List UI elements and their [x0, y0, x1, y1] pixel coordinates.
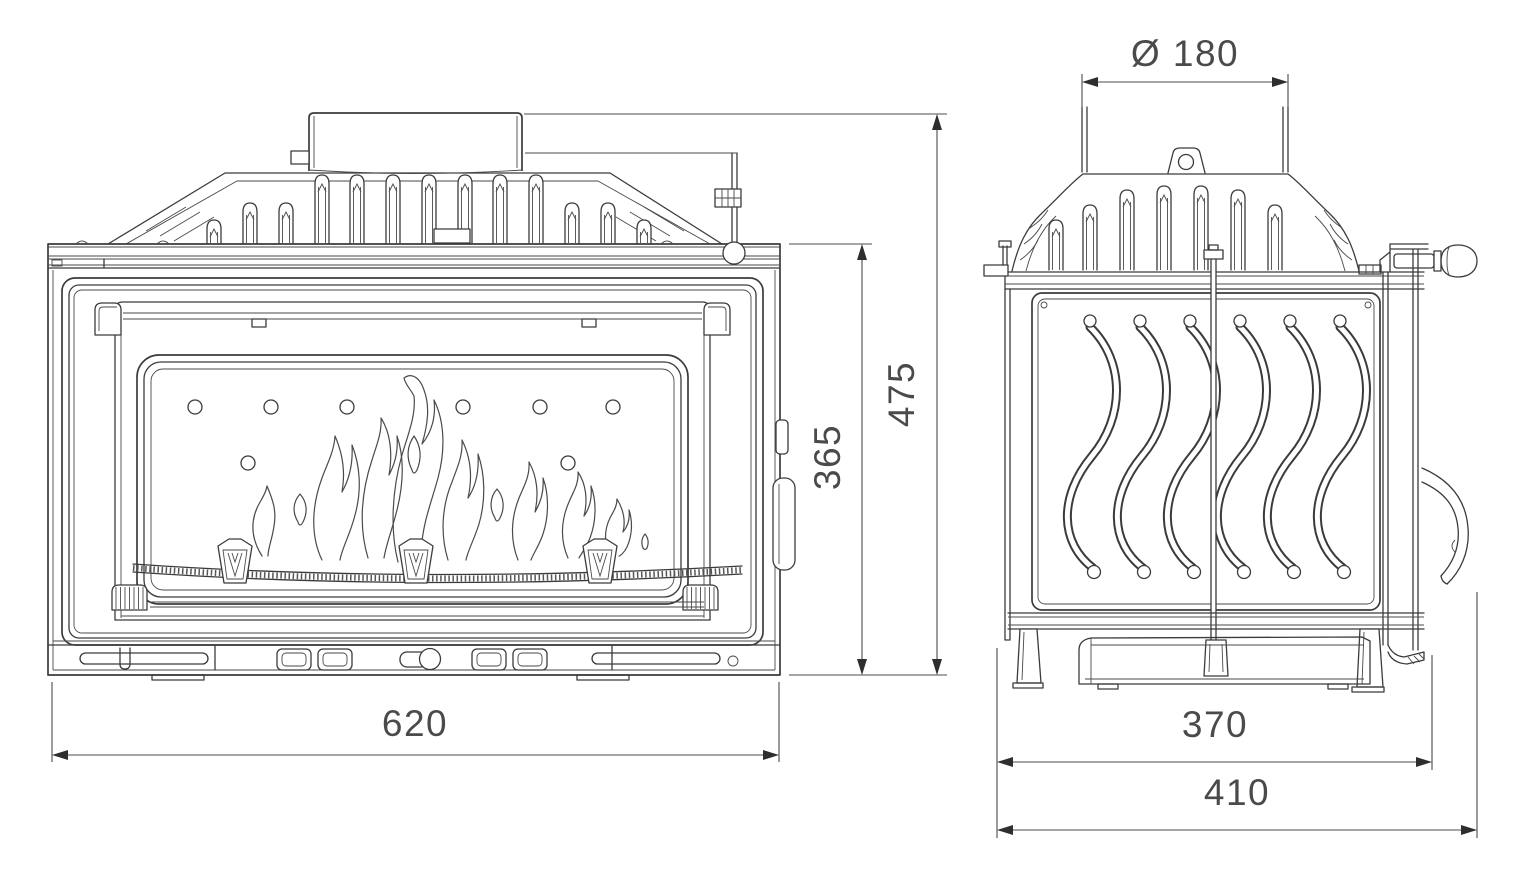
air-hole	[187, 399, 203, 415]
dim-total-height: 475	[524, 113, 947, 676]
damper-knob	[722, 241, 746, 265]
front-base	[47, 640, 781, 681]
dim-label-door-height: 365	[807, 424, 848, 490]
dim-label-total-height: 475	[881, 361, 922, 427]
dim-total-depth: 410	[997, 592, 1478, 838]
dim-label-width: 620	[382, 703, 448, 744]
rear-bracket	[983, 264, 1009, 277]
side-dome-fins	[1048, 185, 1283, 271]
dim-width: 620	[51, 682, 780, 762]
ash-pan	[1078, 636, 1371, 690]
side-handle-knob	[1379, 243, 1478, 278]
dim-label-total-depth: 410	[1204, 772, 1270, 813]
glass-bottom-shelf	[150, 601, 704, 608]
side-door-handle	[1421, 467, 1469, 585]
side-dome	[1011, 173, 1360, 272]
dim-door-height: 365	[789, 243, 872, 675]
dim-body-depth: 370	[996, 648, 1433, 838]
front-dome-ribs	[206, 174, 652, 244]
side-center-rod	[1203, 244, 1229, 677]
flame-decoration	[252, 375, 649, 563]
side-base	[1007, 612, 1425, 693]
front-dome	[107, 172, 723, 245]
front-door-panel	[94, 301, 731, 621]
ash-knob	[418, 647, 442, 671]
glass-clips	[217, 538, 618, 584]
front-body	[47, 240, 781, 676]
front-damper-rod	[525, 152, 742, 244]
side-view	[983, 106, 1478, 693]
hinge-bracket-right	[703, 302, 731, 336]
dim-flue-diameter: Ø 180	[1081, 33, 1289, 110]
front-glass-panel	[136, 354, 689, 605]
front-flue-box	[290, 112, 523, 174]
front-door-handle	[772, 419, 796, 571]
dome-center-notch	[433, 228, 471, 244]
side-wavy-fins	[1062, 314, 1371, 580]
dim-label-body-depth: 370	[1182, 704, 1248, 745]
front-view	[47, 112, 796, 681]
air-hole	[605, 399, 621, 415]
air-hole	[560, 455, 576, 471]
dimensions: Ø 180 475 365 620 370	[51, 33, 1478, 838]
side-chamber	[1031, 292, 1381, 611]
dim-label-flue-diameter: Ø 180	[1131, 33, 1239, 74]
air-hole	[455, 399, 471, 415]
air-hole	[339, 399, 355, 415]
flue-box-tab	[290, 150, 310, 165]
door-bumpers	[111, 584, 719, 611]
side-flue-pipe	[1081, 106, 1289, 174]
air-hole	[532, 399, 548, 415]
side-body	[1004, 249, 1425, 665]
hinge-bracket-left	[94, 302, 122, 336]
air-hole	[263, 399, 279, 415]
air-hole	[240, 455, 256, 471]
side-leg-left	[1016, 628, 1042, 684]
glass-air-holes	[187, 399, 621, 471]
